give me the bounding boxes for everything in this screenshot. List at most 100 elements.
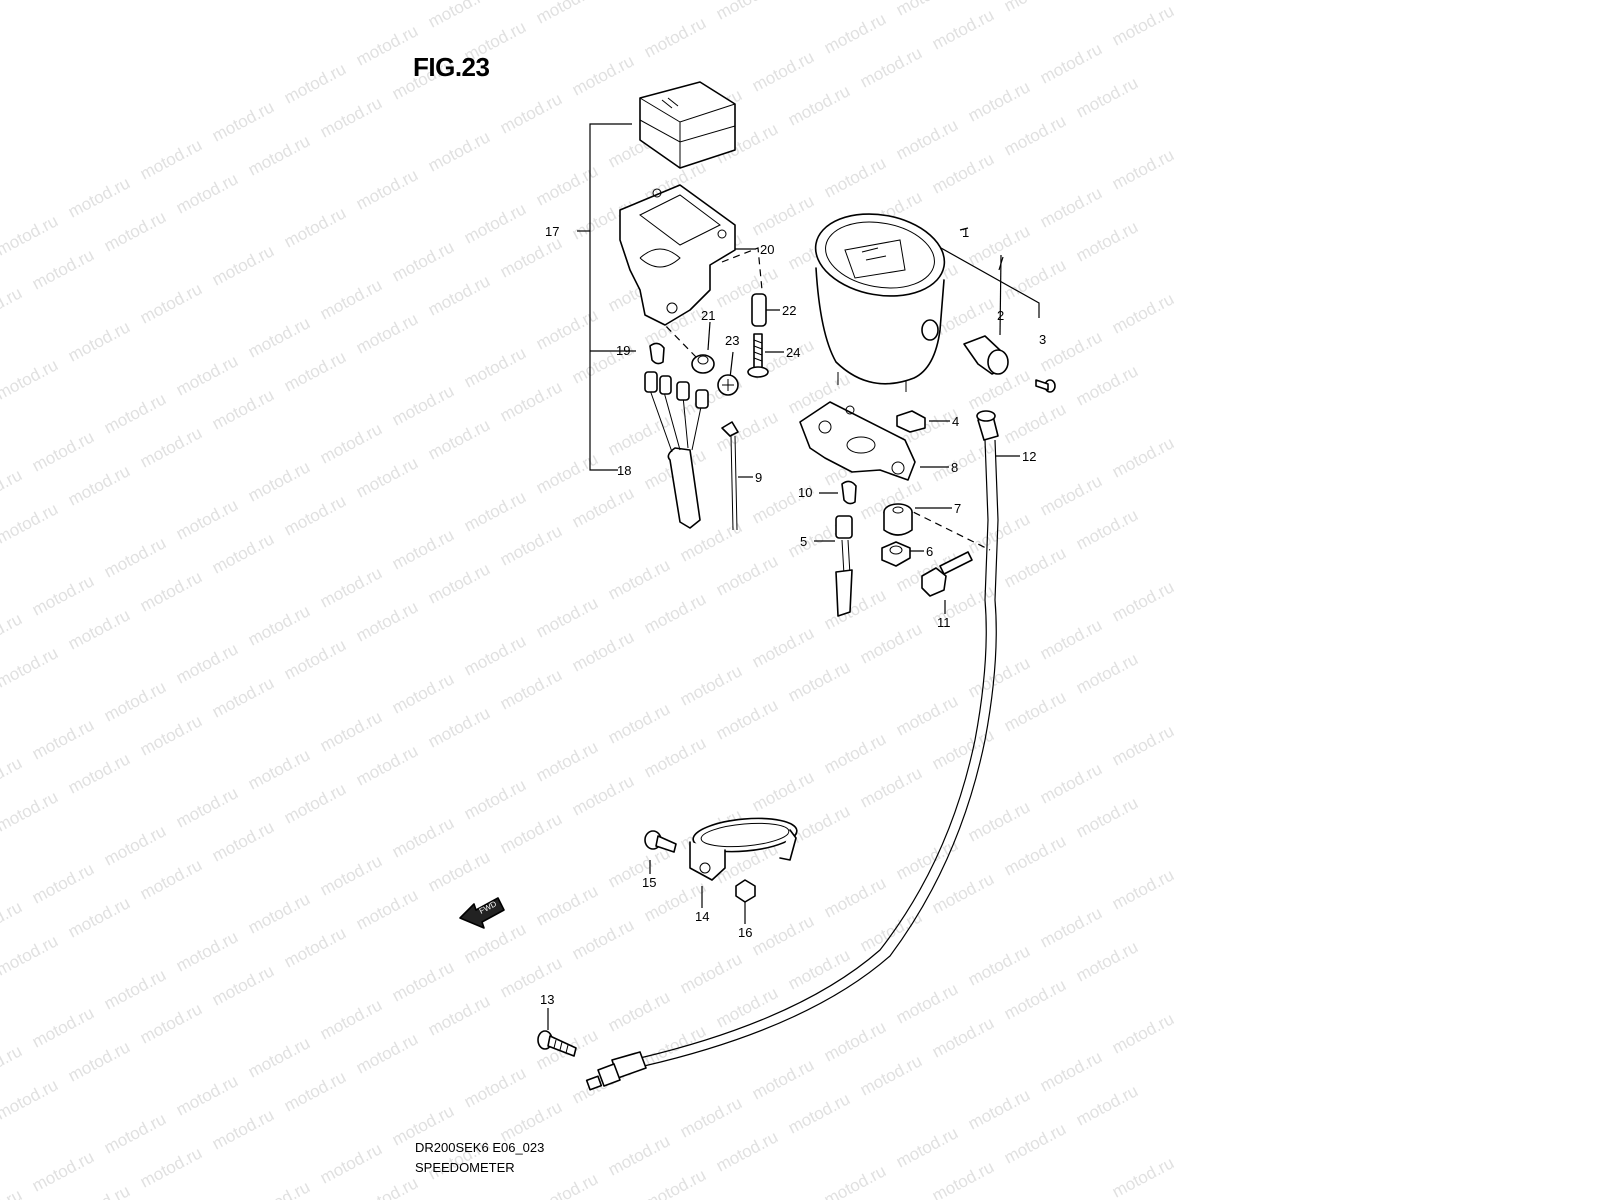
- screw-3-part: [1035, 379, 1056, 393]
- callout-12: 12: [1022, 449, 1036, 464]
- watermark-text: motod.ru: [1109, 433, 1177, 481]
- watermark-text: motod.ru: [353, 741, 421, 789]
- watermark-text: motod.ru: [569, 483, 637, 531]
- watermark-text: motod.ru: [317, 419, 385, 467]
- watermark-text: motod.ru: [461, 631, 529, 679]
- watermark-text: motod.ru: [461, 343, 529, 391]
- nut-16-part: [735, 879, 756, 903]
- watermark-text: motod.ru: [137, 423, 205, 471]
- watermark-text: motod.ru: [749, 767, 817, 815]
- watermark-text: motod.ru: [29, 1003, 97, 1051]
- watermark-text: motod.ru: [65, 461, 133, 509]
- watermark-text: motod.ru: [317, 93, 385, 141]
- watermark-text: motod.ru: [1037, 903, 1105, 951]
- watermark-text: motod.ru: [389, 957, 457, 1005]
- watermark-text: motod.ru: [1073, 505, 1141, 553]
- callout-10: 10: [798, 485, 812, 500]
- watermark-text: motod.ru: [65, 893, 133, 941]
- watermark-text: motod.ru: [0, 609, 25, 657]
- watermark-text: motod.ru: [461, 1063, 529, 1111]
- watermark-text: motod.ru: [533, 449, 601, 497]
- bulb-part: [649, 342, 665, 365]
- watermark-text: motod.ru: [0, 355, 61, 403]
- fwd-arrow-icon: FWD: [459, 897, 505, 929]
- watermark-text: motod.ru: [353, 885, 421, 933]
- watermark-text: motod.ru: [65, 1037, 133, 1085]
- callout-1: 1: [962, 225, 969, 240]
- watermark-text: motod.ru: [821, 729, 889, 777]
- watermark-text: motod.ru: [965, 1085, 1033, 1133]
- callout-2: 2: [997, 308, 1004, 323]
- watermark-text: motod.ru: [137, 567, 205, 615]
- watermark-text: motod.ru: [893, 0, 961, 20]
- watermark-text: motod.ru: [317, 563, 385, 611]
- watermark-text: motod.ru: [101, 965, 169, 1013]
- cable-tie-part: [721, 421, 739, 531]
- watermark-text: motod.ru: [1073, 649, 1141, 697]
- watermark-text: motod.ru: [713, 983, 781, 1031]
- watermark-text: motod.ru: [857, 1051, 925, 1099]
- watermark-text: motod.ru: [1109, 1153, 1177, 1200]
- watermark-text: motod.ru: [497, 809, 565, 857]
- watermark-text: motod.ru: [0, 465, 25, 513]
- watermark-text: motod.ru: [1073, 793, 1141, 841]
- watermark-text: motod.ru: [0, 643, 61, 691]
- watermark-text: motod.ru: [569, 627, 637, 675]
- watermark-text: motod.ru: [1109, 1, 1177, 49]
- watermark-text: motod.ru: [1001, 831, 1069, 879]
- watermark-text: motod.ru: [101, 207, 169, 255]
- callout-8: 8: [951, 460, 958, 475]
- watermark-text: motod.ru: [389, 525, 457, 573]
- indicator-cover-part: [639, 81, 736, 169]
- watermark-text: motod.ru: [1109, 577, 1177, 625]
- watermark-text: motod.ru: [29, 427, 97, 475]
- watermark-text: motod.ru: [461, 199, 529, 247]
- wiring-harness-part: [644, 371, 709, 529]
- callout-13: 13: [540, 992, 554, 1007]
- watermark-text: motod.ru: [101, 533, 169, 581]
- watermark-text: motod.ru: [713, 263, 781, 311]
- callout-3: 3: [1039, 332, 1046, 347]
- watermark-text: motod.ru: [389, 813, 457, 861]
- watermark-text: motod.ru: [209, 673, 277, 721]
- watermark-text: motod.ru: [29, 1147, 97, 1195]
- watermark-text: motod.ru: [497, 89, 565, 137]
- watermark-text: motod.ru: [713, 551, 781, 599]
- parts: FWD: [459, 81, 1056, 1091]
- watermark-text: motod.ru: [353, 165, 421, 213]
- watermark-text: motod.ru: [0, 931, 61, 979]
- watermark-text: motod.ru: [0, 211, 61, 259]
- watermark-text: motod.ru: [317, 851, 385, 899]
- cable-clamp-part: [689, 817, 798, 881]
- watermark-text: motod.ru: [1037, 759, 1105, 807]
- speedometer-part: [814, 213, 946, 392]
- watermark-text: motod.ru: [1037, 327, 1105, 375]
- watermark-text: motod.ru: [425, 271, 493, 319]
- watermark-text: motod.ru: [389, 381, 457, 429]
- watermark-text: motod.ru: [497, 521, 565, 569]
- watermark-text: motod.ru: [1109, 721, 1177, 769]
- watermark-text: motod.ru: [353, 1173, 421, 1200]
- watermark-text: motod.ru: [1001, 111, 1069, 159]
- watermark-text: motod.ru: [497, 665, 565, 713]
- watermark-text: motod.ru: [281, 59, 349, 107]
- watermark-text: motod.ru: [1109, 1009, 1177, 1057]
- watermark-text: motod.ru: [0, 753, 25, 801]
- watermark-text: motod.ru: [29, 859, 97, 907]
- watermark-text: motod.ru: [965, 797, 1033, 845]
- watermark-text: motod.ru: [281, 491, 349, 539]
- watermark-text: motod.ru: [497, 233, 565, 281]
- watermark-text: motod.ru: [137, 711, 205, 759]
- watermark-text: motod.ru: [245, 313, 313, 361]
- watermark-text: motod.ru: [965, 653, 1033, 701]
- callout-22: 22: [782, 303, 796, 318]
- watermark-text: motod.ru: [209, 241, 277, 289]
- watermark-text: motod.ru: [353, 453, 421, 501]
- bolt-15-part: [644, 830, 677, 853]
- cushion-part: [896, 410, 926, 433]
- watermark-text: motod.ru: [425, 559, 493, 607]
- watermark-text: motod.ru: [29, 245, 97, 293]
- watermark-text: motod.ru: [605, 699, 673, 747]
- watermark-text: motod.ru: [0, 283, 25, 331]
- callout-23: 23: [725, 333, 739, 348]
